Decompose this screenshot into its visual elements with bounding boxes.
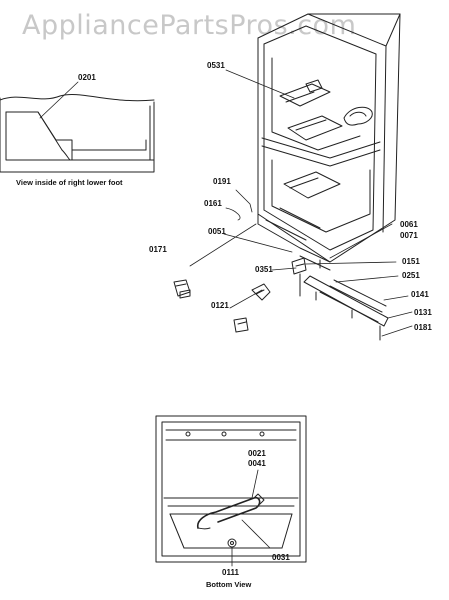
part-label-0071[interactable]: 0071: [400, 231, 418, 240]
part-label-0201[interactable]: 0201: [78, 73, 96, 82]
watermark: AppliancePartsPros.com: [22, 10, 357, 41]
leader-lines: [39, 69, 413, 337]
part-label-0161[interactable]: 0161: [204, 199, 222, 208]
bottom-view-caption: Bottom View: [206, 580, 252, 589]
part-label-0061[interactable]: 0061: [400, 220, 418, 229]
part-label-0531[interactable]: 0531: [207, 61, 225, 70]
foot-inset-drawing: [0, 93, 155, 173]
part-label-0251[interactable]: 0251: [402, 271, 420, 280]
lower-assembly: [173, 255, 389, 341]
shelf-0531: [279, 83, 331, 107]
part-label-0111[interactable]: 0111: [222, 568, 239, 577]
part-label-0041[interactable]: 0041: [248, 459, 266, 468]
bottom-view-drawing: [155, 415, 307, 567]
inset-caption: View inside of right lower foot: [16, 178, 123, 187]
part-label-0131[interactable]: 0131: [414, 308, 432, 317]
part-label-0121[interactable]: 0121: [211, 301, 229, 310]
part-label-0151[interactable]: 0151: [402, 257, 420, 266]
part-label-0141[interactable]: 0141: [411, 290, 429, 299]
part-label-0051[interactable]: 0051: [208, 227, 226, 236]
part-label-0171[interactable]: 0171: [149, 245, 167, 254]
part-label-0351[interactable]: 0351: [255, 265, 273, 274]
refrigerator-cabinet: [257, 13, 401, 263]
part-label-0021[interactable]: 0021: [248, 449, 266, 458]
part-label-0181[interactable]: 0181: [414, 323, 432, 332]
part-label-0191[interactable]: 0191: [213, 177, 231, 186]
part-label-0031[interactable]: 0031: [272, 553, 290, 562]
